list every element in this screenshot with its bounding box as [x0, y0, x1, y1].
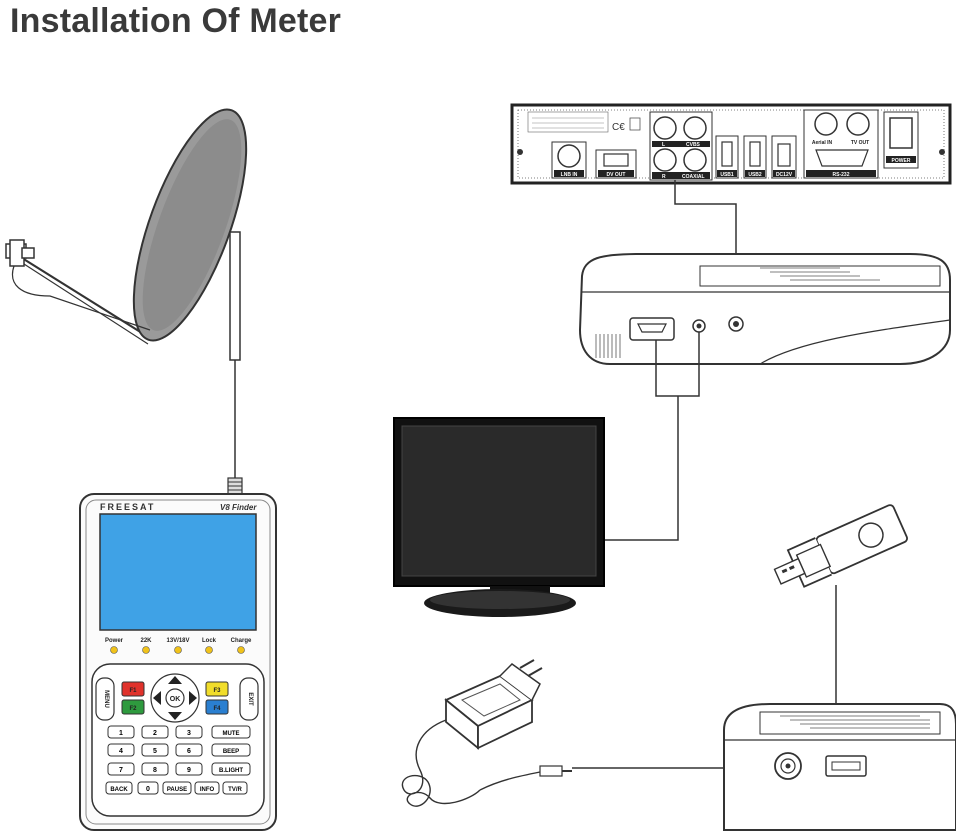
lnb-in-label: LNB IN — [561, 172, 578, 178]
lnb-icon — [5, 239, 151, 331]
satellite-dish — [5, 108, 248, 361]
tv-out-label: TV OUT — [851, 140, 869, 146]
exit-key-label: EXIT — [247, 692, 253, 706]
dv-out-port-icon — [603, 153, 629, 167]
meter-screen — [99, 513, 257, 631]
keypad-keys: 1 2 3 MUTE 4 5 6 BEEP 7 8 9 B.LIGHT BACK… — [105, 725, 251, 795]
power-label: POWER — [892, 158, 911, 164]
usb-stick-icon — [773, 504, 908, 588]
key-beep: BEEP — [223, 749, 239, 755]
meter-side-view-top — [578, 253, 951, 365]
dv-out-label: DV OUT — [607, 172, 626, 178]
aerial-in-port-icon — [814, 112, 838, 136]
tv-out-port-icon — [846, 112, 870, 136]
power-adapter-icon — [401, 659, 572, 807]
svg-text:C€: C€ — [612, 122, 625, 133]
left-arrow-icon — [153, 691, 161, 705]
power-led-icon — [110, 646, 118, 654]
usb1-port-icon — [721, 141, 733, 167]
l-label: L — [662, 142, 665, 148]
page-title: Installation Of Meter — [10, 2, 342, 40]
power-switch-icon — [889, 117, 913, 149]
key-1: 1 — [119, 730, 123, 737]
satellite-meter: FREESAT V8 Finder Power 22K 13V/18V Lock… — [79, 477, 277, 831]
key-2: 2 — [153, 730, 157, 737]
meter-side-view-bottom — [723, 703, 956, 831]
22k-led-icon — [142, 646, 150, 654]
led-label-charge: Charge — [231, 638, 252, 644]
r-label: R — [662, 174, 666, 180]
f2-key-label: F2 — [129, 706, 137, 712]
led-label-power: Power — [105, 638, 124, 644]
usb2-label: USB2 — [748, 172, 762, 178]
cvbs-label: CVBS — [686, 142, 701, 148]
key-4: 4 — [119, 748, 123, 755]
tv-monitor — [393, 417, 605, 617]
key-5: 5 — [153, 748, 157, 755]
ok-key-label: OK — [170, 696, 181, 703]
led-indicators: Power 22K 13V/18V Lock Charge — [105, 638, 252, 654]
key-blight: B.LIGHT — [219, 768, 243, 774]
key-6: 6 — [187, 748, 191, 755]
key-9: 9 — [187, 767, 191, 774]
key-mute: MUTE — [223, 731, 240, 737]
13v18v-led-icon — [174, 646, 182, 654]
dc12v-port-icon — [777, 143, 791, 167]
tv-screen — [402, 426, 596, 576]
key-pause: PAUSE — [167, 787, 187, 793]
usb1-label: USB1 — [720, 172, 734, 178]
rs232-label: RS-232 — [833, 172, 850, 178]
f3-key-label: F3 — [213, 688, 221, 694]
lnb-in-port-icon — [557, 144, 581, 168]
usb2-port-icon — [749, 141, 761, 167]
f4-key-label: F4 — [213, 706, 221, 712]
coaxial-label: COAXIAL — [682, 174, 705, 180]
charge-led-icon — [237, 646, 245, 654]
key-3: 3 — [187, 730, 191, 737]
meter-model: V8 Finder — [220, 503, 257, 512]
key-0: 0 — [146, 786, 150, 793]
receiver-back-panel: C€ LNB IN DV OUT L CVBS R COAXIAL USB1 U… — [510, 103, 952, 185]
key-7: 7 — [119, 767, 123, 774]
dc12v-label: DC12V — [776, 172, 793, 178]
dpad: OK — [150, 673, 200, 723]
led-label-lock: Lock — [202, 638, 217, 644]
meter-brand: FREESAT — [100, 502, 155, 512]
menu-key-label: MENU — [103, 690, 109, 708]
key-8: 8 — [153, 767, 157, 774]
led-label-13v18v: 13V/18V — [166, 638, 189, 644]
down-arrow-icon — [168, 712, 182, 720]
aerial-in-label: Aerial IN — [812, 140, 833, 146]
lock-led-icon — [205, 646, 213, 654]
f1-key-label: F1 — [129, 688, 137, 694]
key-back: BACK — [110, 787, 128, 793]
led-label-22k: 22K — [140, 638, 152, 644]
key-info: INFO — [200, 787, 215, 793]
rs232-port-icon — [815, 149, 869, 167]
right-arrow-icon — [189, 691, 197, 705]
key-tvr: TV/R — [228, 787, 242, 793]
up-arrow-icon — [168, 676, 182, 684]
